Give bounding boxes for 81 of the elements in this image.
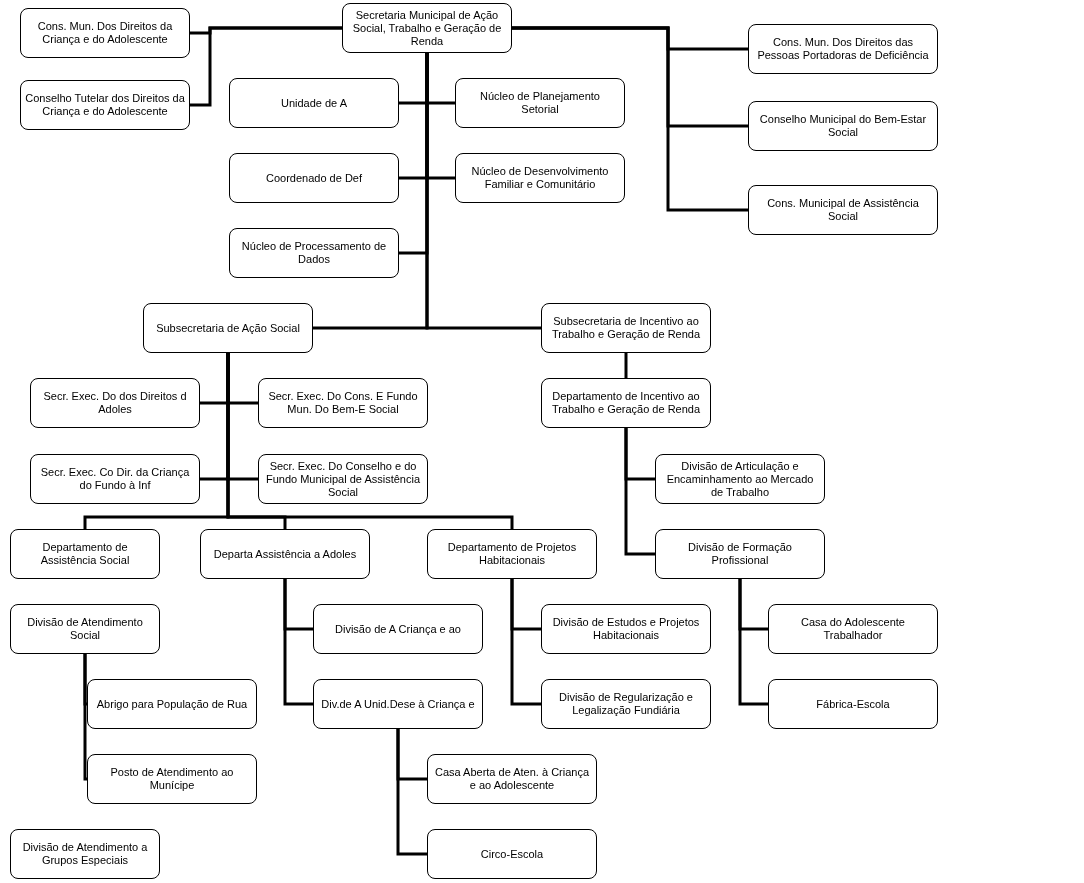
connector-line [425,53,541,330]
org-box [229,153,399,203]
org-box [768,679,938,729]
box-label: Posto de Atendimento ao Munícipe [109,766,235,792]
box-label: Unidade de A [280,96,348,110]
org-box [541,303,711,353]
org-box [313,679,483,729]
org-box [10,829,160,879]
org-box [313,604,483,654]
box-label: Subsecretaria de Ação Social [156,321,300,335]
box-label: Secr. Exec. Co Dir. da Criança do Fundo à Inf [39,466,191,492]
box-label: Divisão de Formação Profissional [687,541,793,567]
org-box [87,754,257,804]
connector-line [83,654,88,781]
org-box [427,829,597,879]
org-box [200,529,370,579]
org-box [768,604,938,654]
box-label: Departa Assistência a Adoles [213,547,357,561]
org-box [541,604,711,654]
org-box [541,378,711,428]
box-label: Departamento de Assistência Social [39,541,131,567]
connector-line [190,26,342,107]
box-label: Divisão de A Criança e ao [335,622,461,636]
connector-line [624,428,655,556]
org-box [20,8,190,58]
connector-line [512,26,748,212]
org-box [655,529,825,579]
box-label: Casa Aberta de Aten. à Criança e ao Adolescente [433,766,591,792]
box-label: Fábrica-Escola [816,697,890,711]
connector-line [396,729,427,856]
org-box [427,529,597,579]
org-box [258,454,428,504]
connector-line [510,579,541,706]
org-box [427,754,597,804]
org-box [143,303,313,353]
box-label: Divisão de Estudos e Projetos Habitacionais [551,616,701,642]
box-label: Núcleo de Processamento de Dados [240,240,388,266]
org-box [655,454,825,504]
org-box [748,185,938,235]
box-label: Departamento de Incentivo ao Trabalho e Geração de Renda [550,390,702,416]
org-box [455,153,625,203]
org-box [258,378,428,428]
box-label: Divisão de Articulação e Encaminhamento ao Mercado de Trabalho [665,459,815,499]
box-label: Coordenado de Def [266,171,362,185]
box-label: Casa do Adolescente Trabalhador [800,616,906,642]
connector-line [624,353,628,378]
box-label: Conselho Municipal do Bem-Estar Social [758,113,928,139]
box-label: Núcleo de Desenvolvimento Familiar e Comunitário [470,165,610,191]
org-box [541,679,711,729]
org-box [10,529,160,579]
box-label: Conselho Tutelar dos Direitos da Criança e do Adolescente [25,92,185,118]
org-box [87,679,257,729]
connector-line [283,579,313,706]
org-box [748,24,938,74]
org-box [229,78,399,128]
box-label: Abrigo para População de Rua [96,697,248,711]
box-label: Cons. Mun. Dos Direitos da Criança e do Adolescente [36,20,174,46]
org-box [455,78,625,128]
org-box [229,228,399,278]
box-label: Cons. Municipal de Assistência Social [766,197,920,223]
box-label: Subsecretaria de Incentivo ao Trabalho e Geração de Renda [550,315,702,341]
org-box [342,3,512,53]
box-label: Div.de A Unid.Dese à Criança e [321,697,475,711]
org-box [30,454,200,504]
box-label: Divisão de Regularização e Legalização Fundiária [558,691,694,717]
box-label: Secretaria Municipal de Ação Social, Trabalho e Geração de Renda [351,8,503,48]
connector-line [226,353,514,529]
box-label: Circo-Escola [480,847,544,861]
box-label: Secr. Exec. Do Conselho e do Fundo Municipal de Assistência Social [264,459,422,499]
box-label: Departamento de Projetos Habitacionais [446,541,578,567]
org-box [10,604,160,654]
box-label: Secr. Exec. Do Cons. E Fundo Mun. Do Bem-E Social [267,390,419,416]
org-box [20,80,190,130]
box-label: Cons. Mun. Dos Direitos das Pessoas Portadoras de Deficiência [756,36,930,62]
connector-line [738,579,768,706]
box-label: Secr. Exec. Do dos Direitos d Adoles [42,390,188,416]
org-box [748,101,938,151]
box-label: Divisão de Atendimento a Grupos Especiais [21,841,149,867]
org-box [30,378,200,428]
box-label: Núcleo de Planejamento Setorial [479,90,601,116]
box-label: Divisão de Atendimento Social [26,616,144,642]
